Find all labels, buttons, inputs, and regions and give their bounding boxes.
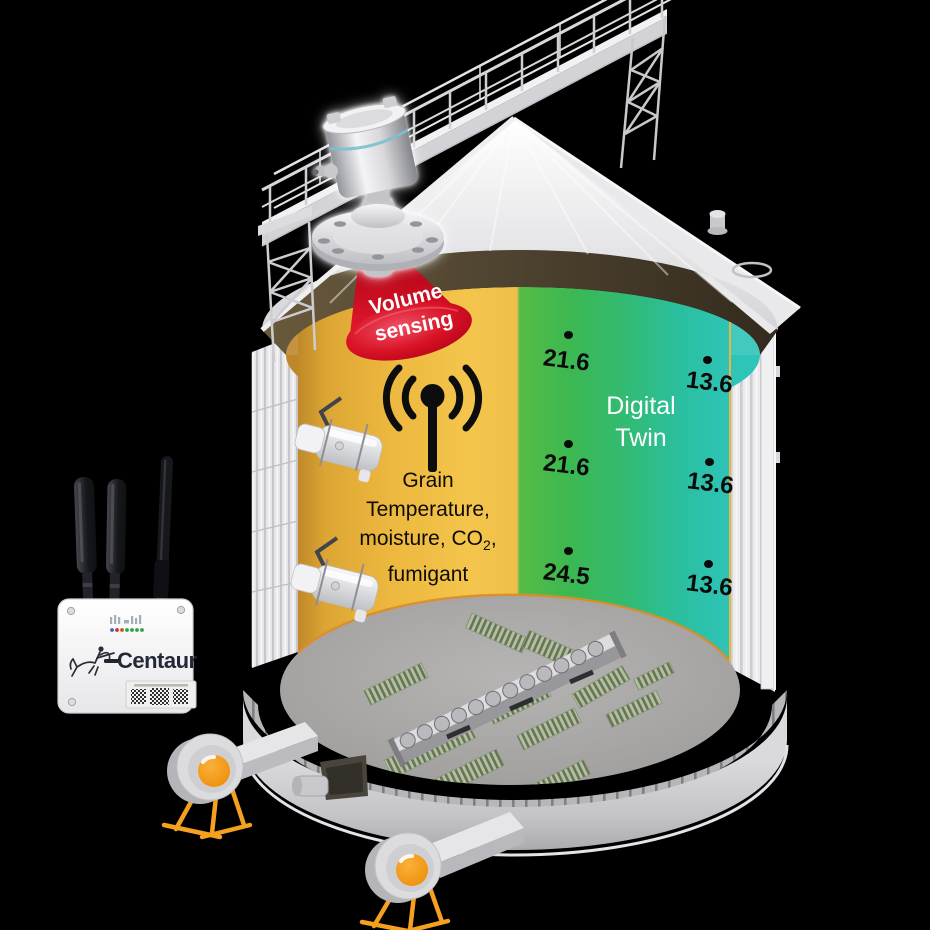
broadcast-antenna-icon [382, 364, 483, 472]
silo-left-wall [251, 334, 299, 668]
brand-dash [104, 659, 119, 663]
gateway-qr-label [125, 680, 197, 709]
gateway-antennas [74, 456, 174, 611]
roof-vent-port [707, 210, 728, 235]
temperature-reading: 13.6 [684, 366, 735, 399]
aeration-pad [528, 759, 592, 785]
aeration-pad [571, 665, 631, 709]
sensor-point-dot [705, 458, 714, 466]
aeration-pad [632, 661, 676, 691]
grain-sensing-caption: Grain Temperature, moisture, CO2, fumiga… [359, 469, 497, 587]
led-dots [110, 628, 144, 632]
temperature-reading: 21.6 [541, 449, 592, 482]
grain-cable-sensor-upper [294, 396, 383, 483]
gateway-status-leds [110, 615, 144, 632]
conveyor-gate-marks [446, 669, 594, 740]
sensor-point-dot [704, 560, 713, 568]
silo-right-wall [730, 306, 780, 692]
roof-manhole [731, 261, 773, 279]
catwalk-support-tower-right [619, 15, 667, 169]
digital-twin-panel [298, 287, 730, 662]
temperature-reading: 21.6 [541, 344, 592, 377]
sensor-point-dot [564, 331, 573, 339]
radar-level-sensor [312, 96, 444, 277]
sensor-point-dot [703, 356, 712, 364]
aeration-floor-pads [363, 612, 676, 785]
sensor-head [322, 96, 418, 198]
whip-antenna [153, 456, 174, 611]
digital-twin-label: Digital Twin [606, 392, 676, 452]
temperature-reading: 13.6 [684, 569, 735, 602]
flange-bolt-holes [318, 221, 438, 260]
silo-base [241, 690, 789, 857]
aeration-fan-right [359, 812, 524, 930]
sensor-point-dot [564, 547, 573, 555]
gateway-brand-label: Centaur [117, 648, 197, 673]
aeration-pad [516, 707, 582, 751]
iot-gateway-device [57, 456, 197, 714]
aeration-pad [363, 662, 429, 706]
aeration-pad [605, 689, 663, 729]
temperature-reading: 24.5 [541, 558, 592, 591]
catwalk-support-tower-left [258, 206, 317, 363]
sensor-point-dot [564, 440, 573, 448]
cable-gland [313, 164, 338, 178]
grain-cable-sensor-lower [290, 536, 379, 623]
aeration-fan-left [161, 722, 318, 840]
temperature-reading: 13.6 [685, 467, 736, 500]
